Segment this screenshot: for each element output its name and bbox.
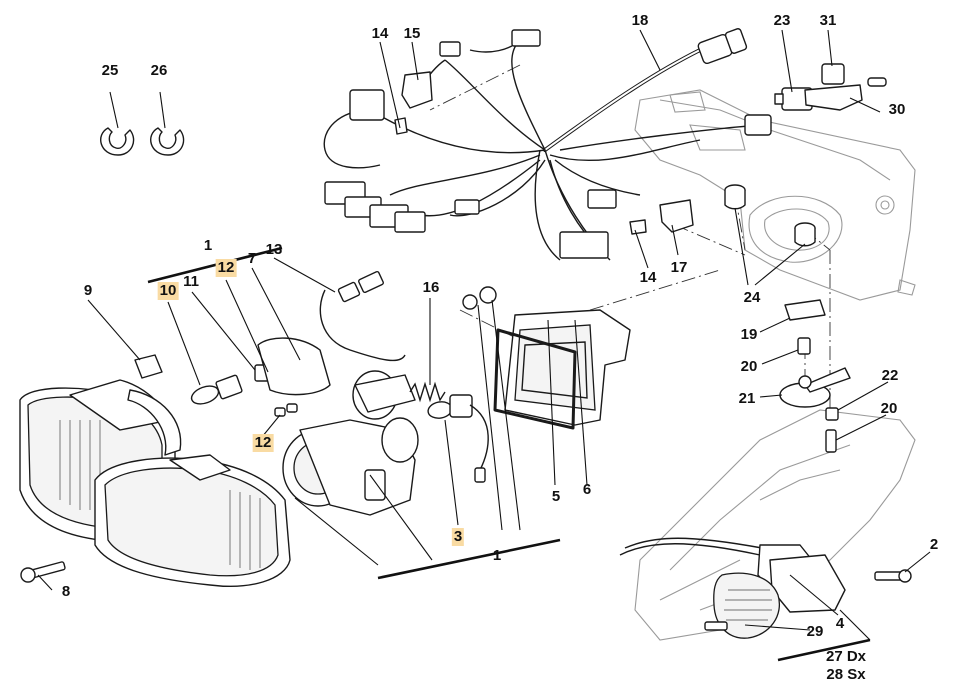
headlight-fairing	[19, 379, 291, 587]
turn-signal-assembly	[619, 537, 846, 639]
part-2-screw	[874, 569, 912, 583]
part-7-lamp-housing	[257, 270, 416, 420]
callout-31: 31	[819, 12, 837, 29]
callout-24: 24	[743, 289, 761, 306]
callout-20-left: 20	[740, 358, 758, 375]
callout-29: 29	[806, 623, 824, 640]
callout-19: 19	[740, 326, 758, 343]
part-17-clip	[629, 199, 694, 235]
part-22-nut	[825, 407, 839, 421]
callout-28: 28 Sx	[826, 666, 866, 683]
leader-lines	[37, 29, 931, 631]
callout-22: 22	[881, 367, 899, 384]
part-9-grommet	[134, 354, 163, 379]
callout-1-bottom: 1	[492, 547, 502, 564]
callout-20-right: 20	[880, 400, 898, 417]
callout-23: 23	[773, 12, 791, 29]
part-10-bulb	[190, 374, 243, 405]
part-26-clamp	[150, 127, 185, 156]
callout-8: 8	[61, 583, 71, 600]
callout-4: 4	[835, 615, 845, 632]
high-beam-unit	[282, 417, 419, 516]
part-21-support	[779, 367, 851, 408]
callout-12-bottom: 12	[252, 434, 274, 452]
harness-connectors	[324, 29, 772, 259]
part-6-headlight-lens	[504, 309, 631, 426]
callout-6: 6	[582, 481, 592, 498]
part-3-bulb-assembly	[427, 394, 489, 483]
ghost-frame-upper	[634, 89, 916, 301]
group-brackets	[147, 246, 871, 662]
part-15-clip	[394, 71, 433, 135]
callout-13: 13	[265, 241, 283, 258]
part-12-small-bulbs	[274, 403, 298, 417]
callout-16: 16	[422, 279, 440, 296]
part-20-bolt-lower	[825, 429, 837, 453]
callout-1-top: 1	[203, 237, 213, 254]
callout-7: 7	[247, 250, 257, 267]
callout-30: 30	[888, 101, 906, 118]
callout-26: 26	[150, 62, 168, 79]
callout-14-top: 14	[371, 25, 389, 42]
callout-12-top: 12	[215, 259, 237, 277]
part-20-bolt-upper	[797, 337, 811, 355]
part-19-bracket	[784, 299, 826, 321]
callout-11: 11	[183, 273, 199, 290]
callout-15: 15	[403, 25, 421, 42]
callout-3: 3	[451, 528, 465, 546]
callout-21: 21	[738, 390, 756, 407]
part-8-screw	[20, 561, 66, 583]
callout-17: 17	[670, 259, 688, 276]
part-23-relay	[774, 87, 813, 111]
callout-14-mid: 14	[639, 269, 657, 286]
part-25-clamp	[100, 127, 135, 156]
part-24-grommets	[724, 184, 816, 247]
callout-2: 2	[929, 536, 939, 553]
callout-25: 25	[101, 62, 119, 79]
ghost-frame-lower	[634, 409, 916, 641]
callout-18: 18	[631, 12, 649, 29]
callout-5: 5	[551, 488, 561, 505]
part-31-sensor	[821, 63, 845, 85]
callout-9: 9	[83, 282, 93, 299]
callout-10: 10	[157, 282, 179, 300]
nuts	[462, 286, 497, 310]
part-16-spring	[409, 381, 446, 403]
part-30-bracket	[804, 77, 887, 111]
callout-27: 27 Dx	[825, 648, 867, 665]
